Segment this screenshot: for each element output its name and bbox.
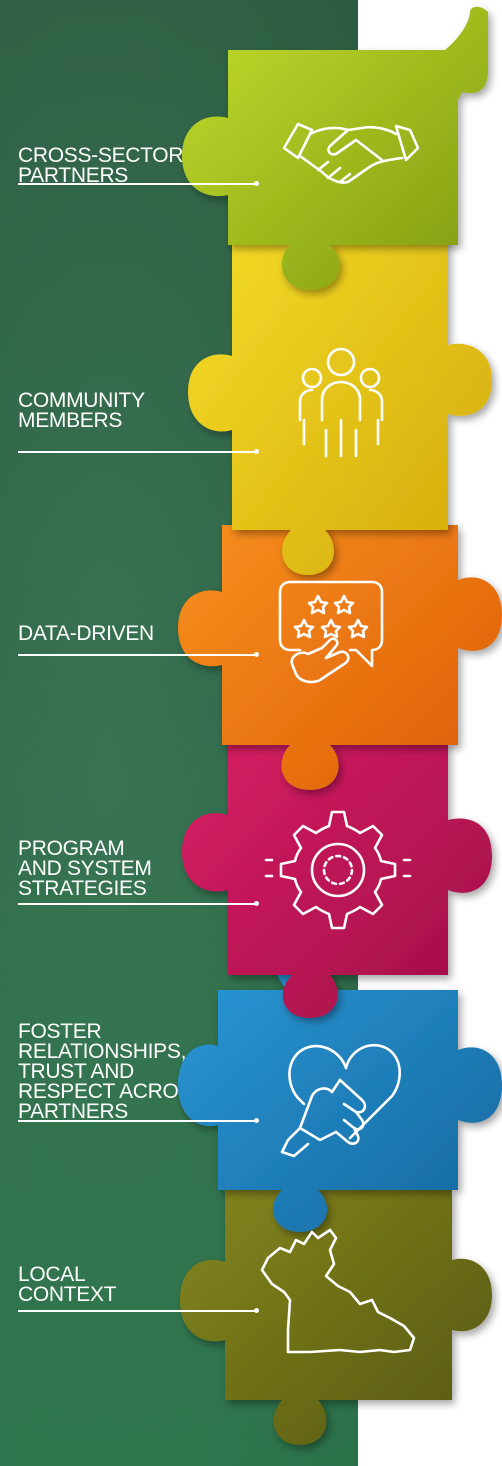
star-rating-feedback-icon [278,580,384,684]
leader-line-foster-relationships [18,1118,259,1123]
leader-line-local-context [18,1308,259,1313]
puzzle-piece-cross-sector-partners [182,6,488,291]
puzzle-piece-foster-relationships [178,945,502,1232]
heart-hand-icon [280,1043,401,1158]
handshake-icon [282,122,420,184]
label-cross-sector-partners: CROSS-SECTOR PARTNERS [18,144,184,187]
leader-line-data-driven [18,652,259,657]
puzzle-piece-local-context [180,1150,492,1445]
leader-line-cross-sector-partners [18,181,259,186]
puzzle-piece-data-driven [178,480,502,790]
leader-line-community-members [18,449,259,454]
leader-line-program-system-strategies [18,901,259,906]
label-local-context: LOCAL CONTEXT [18,1263,117,1306]
people-group-icon [298,347,384,458]
puzzle-piece-community-members [188,182,492,575]
label-program-system-strategies: PROGRAM AND SYSTEM STRATEGIES [18,837,152,900]
gear-icon [264,810,412,930]
label-data-driven: DATA-DRIVEN [18,622,154,645]
map-outline-icon [260,1228,416,1354]
label-community-members: COMMUNITY MEMBERS [18,389,145,432]
puzzle-piece-program-system-strategies [182,698,492,1018]
